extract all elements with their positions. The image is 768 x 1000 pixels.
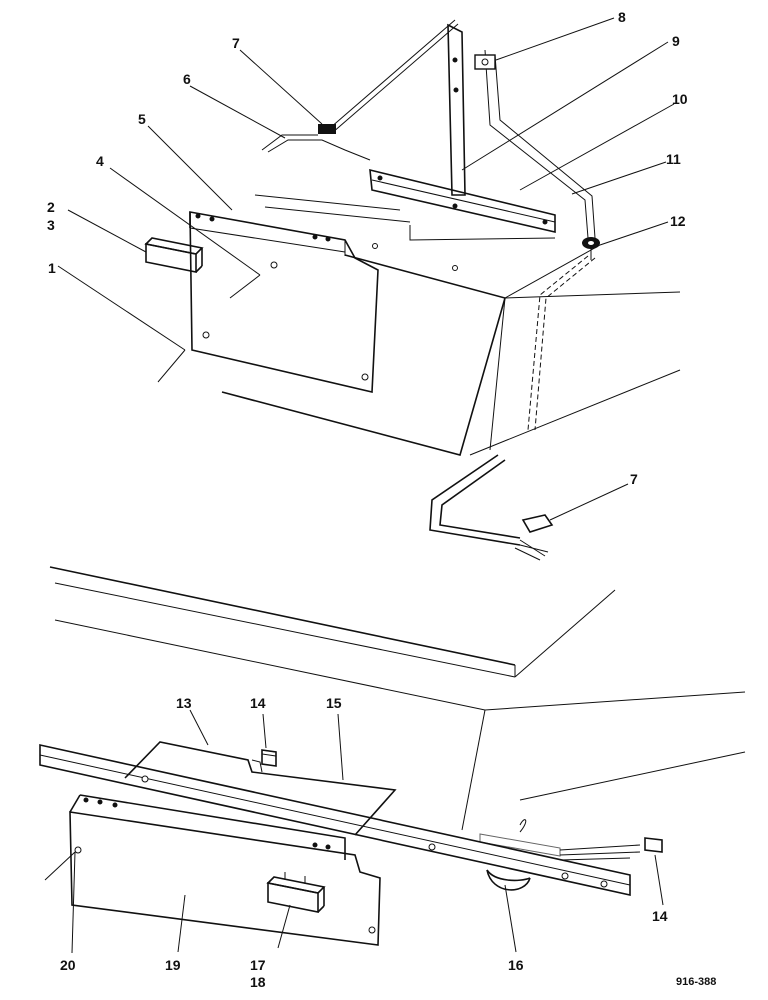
callout-18: 18 [250,974,266,990]
callout-9: 9 [672,33,680,49]
callout-11: 11 [666,151,681,167]
connector-block [144,237,204,273]
callout-4: 4 [96,153,104,169]
callout-14-upper: 14 [250,695,266,711]
lower-cover-plate [124,741,397,836]
lower-connector [266,872,326,913]
callout-10: 10 [672,91,688,107]
lower-housing [49,566,746,831]
callout-14-right: 14 [652,908,668,924]
callout-1: 1 [48,260,56,276]
callout-13: 13 [176,695,192,711]
callout-12: 12 [670,213,686,229]
callout-2: 2 [47,199,55,215]
callout-19: 19 [165,957,181,973]
drawing-reference: 916-388 [676,976,716,988]
upper-housing [221,194,681,456]
callout-6: 6 [183,71,191,87]
upper-wire [261,19,459,161]
bracket-assembly [369,23,596,241]
harness-routing [429,255,596,561]
lower-harness [479,819,641,891]
callout-15: 15 [326,695,342,711]
leader-lines [44,17,675,954]
lower-rail [39,744,631,896]
clip-14-upper [261,749,277,767]
callout-16: 16 [508,957,524,973]
callout-5: 5 [138,111,146,127]
callout-7-lower: 7 [630,471,638,487]
callout-8: 8 [618,9,626,25]
grommet [582,237,600,260]
callout-17: 17 [250,957,266,973]
lower-mounting-plate [69,794,381,946]
callout-20: 20 [60,957,76,973]
callout-3: 3 [47,217,55,233]
clip-14-right [644,837,663,853]
callout-labels: 1 2 3 4 5 6 7 8 9 10 11 12 7 13 14 15 14… [47,9,716,990]
mounting-plate [189,211,379,393]
callout-7-upper: 7 [232,35,240,51]
